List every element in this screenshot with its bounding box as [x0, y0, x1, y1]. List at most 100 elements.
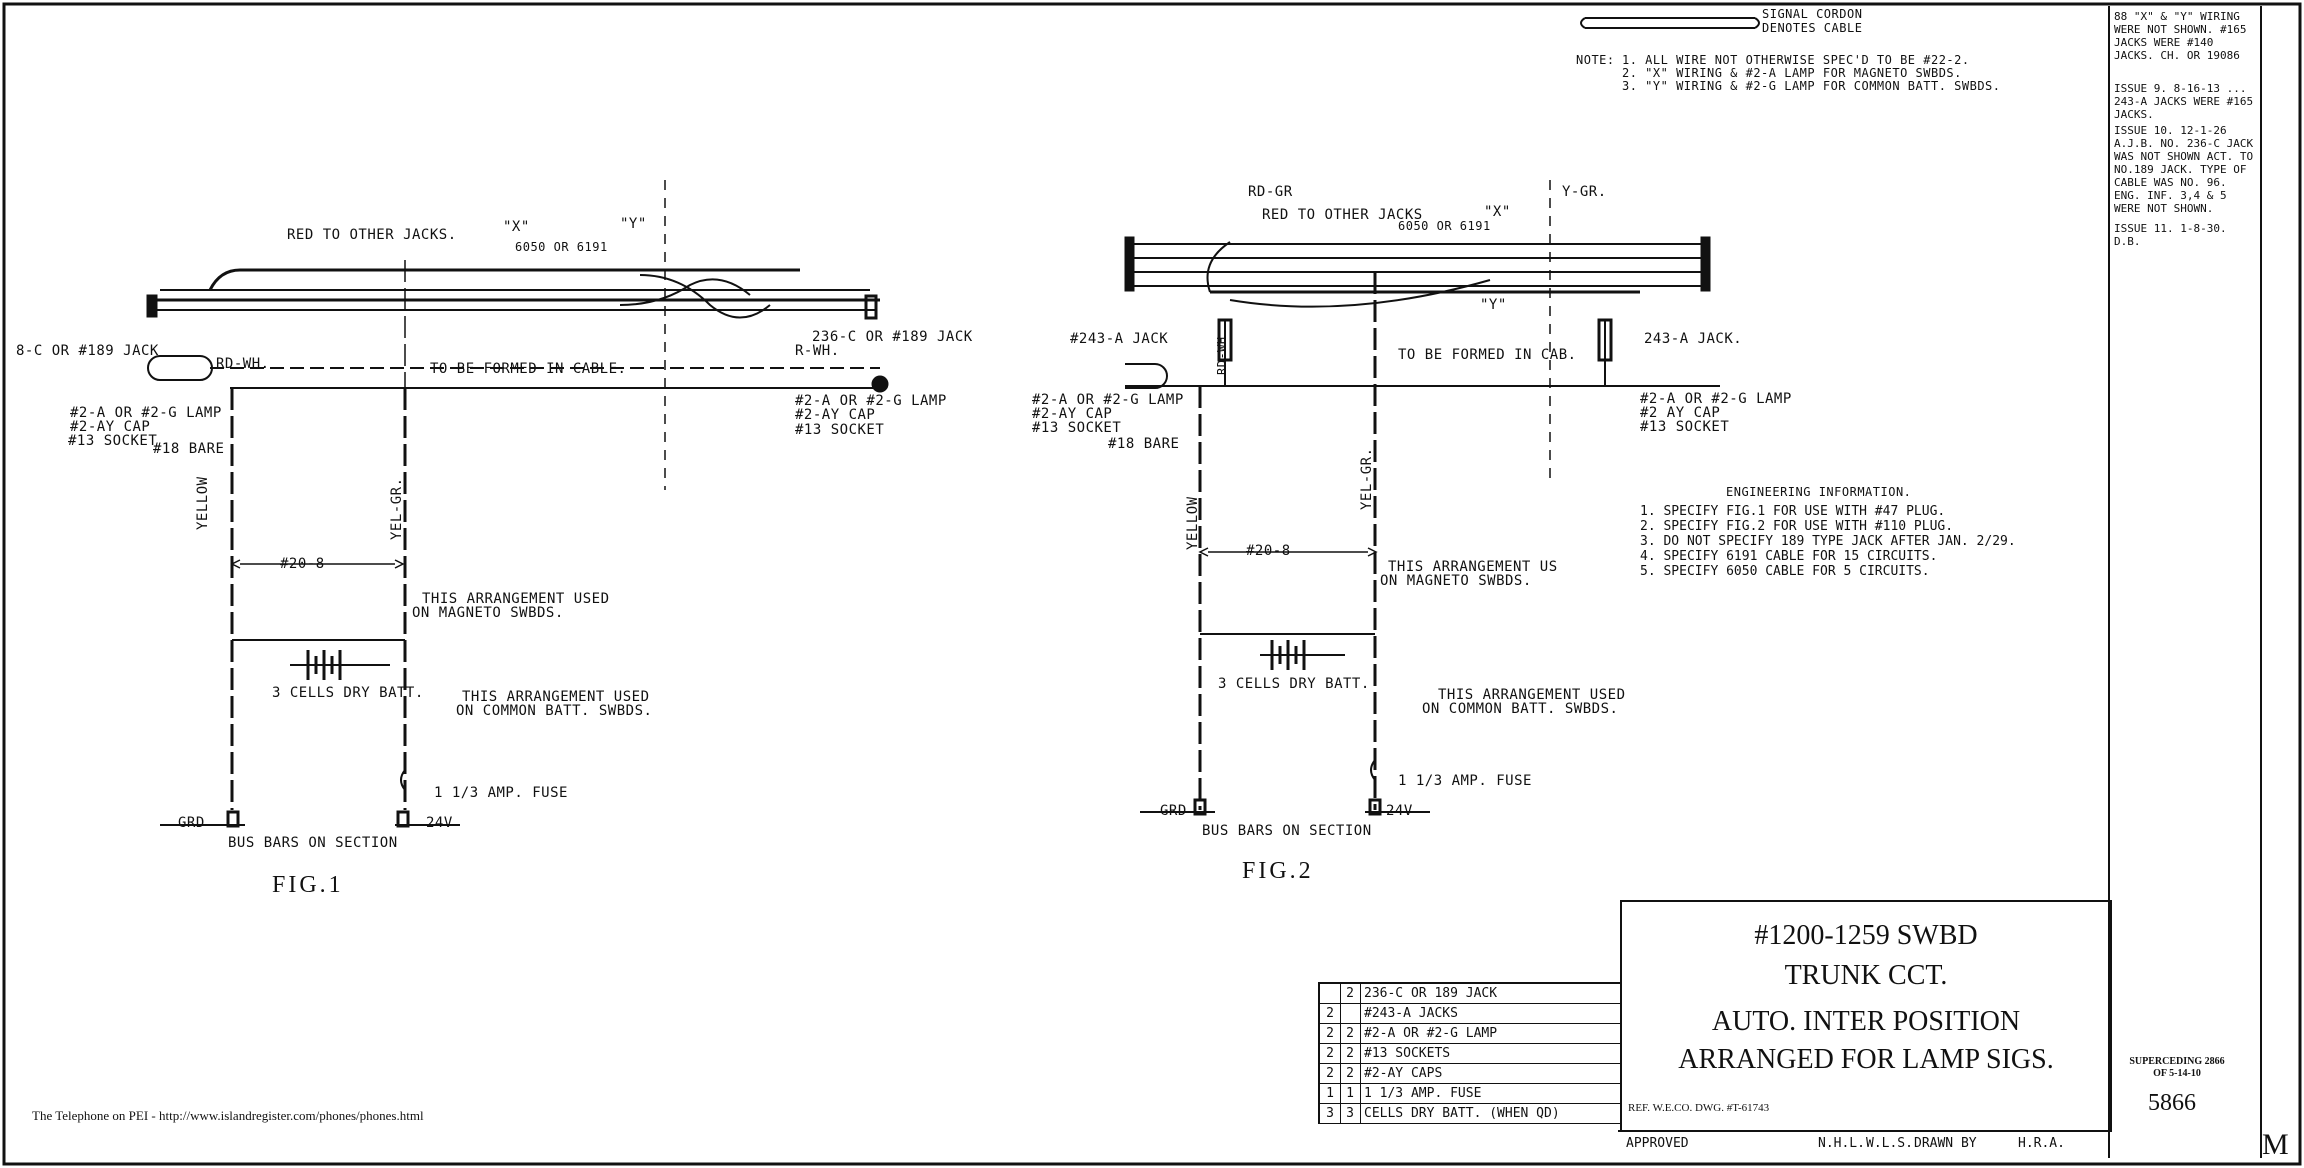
- fig1-lamp-right-2: #2-AY CAP: [795, 407, 876, 423]
- fig1-battery: 3 CELLS DRY BATT.: [272, 685, 424, 701]
- fig2-rd-gr: RD-GR: [1248, 184, 1293, 200]
- fig2-lamp-right-3: #13 SOCKET: [1640, 419, 1730, 435]
- fig1-cable-label: 6050 OR 6191: [515, 240, 608, 254]
- fig1-common-note-2: ON COMMON BATT. SWBDS.: [456, 703, 653, 719]
- engineering-item: 1. SPECIFY FIG.1 FOR USE WITH #47 PLUG.: [1640, 504, 1946, 519]
- approved-label: APPROVED: [1626, 1136, 1689, 1151]
- fig2-bus-bars: BUS BARS ON SECTION: [1202, 823, 1372, 839]
- title-block: #1200-1259 SWBD TRUNK CCT. AUTO. INTER P…: [1620, 900, 2112, 1132]
- fig2-magneto-note-1: THIS ARRANGEMENT US: [1388, 559, 1558, 575]
- engineering-items: 1. SPECIFY FIG.1 FOR USE WITH #47 PLUG.2…: [1640, 504, 2016, 579]
- fig2-x-label: "X": [1484, 204, 1511, 220]
- note-3: 3. "Y" WIRING & #2-G LAMP FOR COMMON BAT…: [1622, 79, 2001, 93]
- drawn-by-label: DRAWN BY: [1914, 1136, 1977, 1151]
- fig1-bare: #18 BARE: [153, 441, 225, 457]
- drawing-number: 5866: [2148, 1090, 2196, 1116]
- title-line-4: ARRANGED FOR LAMP SIGS.: [1678, 1044, 2054, 1075]
- fig2-lamp-left-1: #2-A OR #2-G LAMP: [1032, 392, 1184, 408]
- fig2-grd: GRD: [1160, 803, 1187, 819]
- revision-entry: ISSUE 10. 12-1-26 A.J.B. NO. 236-C JACK …: [2114, 124, 2254, 215]
- fig2-red-to-other-jacks: RED TO OTHER JACKS: [1262, 207, 1423, 223]
- fig1-wire-gauge: #20-8: [280, 556, 325, 572]
- fig1-rd-wh-right: R-WH.: [795, 343, 840, 359]
- fig1-red-to-other-jacks: RED TO OTHER JACKS.: [287, 227, 457, 243]
- legend-signal-cordon: SIGNAL CORDON: [1762, 7, 1863, 21]
- engineering-item: 4. SPECIFY 6191 CABLE FOR 15 CIRCUITS.: [1640, 549, 1938, 564]
- fig2-battery: 3 CELLS DRY BATT.: [1218, 676, 1370, 692]
- engineering-item: 5. SPECIFY 6050 CABLE FOR 5 CIRCUITS.: [1640, 564, 1930, 579]
- note-1: 1. ALL WIRE NOT OTHERWISE SPEC'D TO BE #…: [1622, 53, 1970, 67]
- parts-row: 2#243-A JACKS: [1320, 1004, 1622, 1024]
- note-title: NOTE:: [1576, 53, 1615, 67]
- checker-initials: N.H.L.: [1818, 1136, 1865, 1151]
- fig2-jack-left: #243-A JACK: [1070, 331, 1169, 347]
- fig1-y-label: "Y": [620, 216, 647, 232]
- fig1-x-label: "X": [503, 219, 530, 235]
- fig1-jack-right: 236-C OR #189 JACK: [812, 329, 973, 345]
- fig2-jack-right: 243-A JACK.: [1644, 331, 1743, 347]
- fig2-y-gr: Y-GR.: [1562, 184, 1607, 200]
- fig1-24v: 24V: [426, 815, 453, 831]
- title-line-1: #1200-1259 SWBD: [1754, 920, 1978, 951]
- fig2-cable-label: 6050 OR 6191: [1398, 219, 1491, 233]
- fig1-fuse: 1 1/3 AMP. FUSE: [434, 785, 568, 801]
- fig1-rd-wh-left: RD-WH.: [216, 356, 270, 372]
- engineering-title: ENGINEERING INFORMATION.: [1726, 485, 1912, 499]
- revision-entry: ISSUE 9. 8-16-13 ... 243-A JACKS WERE #1…: [2114, 82, 2254, 121]
- fig1-lamp-left-2: #2-AY CAP: [70, 419, 151, 435]
- fig2-magneto-note-2: ON MAGNETO SWBDS.: [1380, 573, 1532, 589]
- fig2-bare: #18 BARE: [1108, 436, 1180, 452]
- fig2-fuse: 1 1/3 AMP. FUSE: [1398, 773, 1532, 789]
- fig1-lamp-left-1: #2-A OR #2-G LAMP: [70, 405, 222, 421]
- fig2-wire-gauge: #20-8: [1246, 543, 1291, 559]
- fig1-jack-left: 8-C OR #189 JACK: [16, 343, 159, 359]
- fig1-magneto-note-1: THIS ARRANGEMENT USED: [422, 591, 610, 607]
- fig1-lamp-right-3: #13 SOCKET: [795, 422, 885, 438]
- fig2-yellow: YELLOW: [1185, 496, 1201, 550]
- revision-entry: 88 "X" & "Y" WIRING WERE NOT SHOWN. #165…: [2114, 10, 2247, 62]
- fig2-formed-in-cable: TO BE FORMED IN CAB.: [1398, 347, 1577, 363]
- fig2-caption: FIG.2: [1242, 858, 1314, 884]
- fig1-lamp-right-1: #2-A OR #2-G LAMP: [795, 393, 947, 409]
- revision-entry: ISSUE 11. 1-8-30. D.B.: [2114, 222, 2227, 248]
- reference-drawing: REF. W.E.CO. DWG. #T-61743: [1628, 1102, 1770, 1114]
- fig1-common-note-1: THIS ARRANGEMENT USED: [462, 689, 650, 705]
- fig1-yellow: YELLOW: [195, 476, 211, 530]
- fig2-lamp-right-1: #2-A OR #2-G LAMP: [1640, 391, 1792, 407]
- superseding-note: SUPERCEDING 2866 OF 5-14-10: [2129, 1056, 2225, 1079]
- fig1-caption: FIG.1: [272, 872, 344, 898]
- fig2-yel-gr: YEL-GR.: [1359, 447, 1375, 510]
- engineering-item: 2. SPECIFY FIG.2 FOR USE WITH #110 PLUG.: [1640, 519, 1954, 534]
- fig1-grd: GRD: [178, 815, 205, 831]
- title-line-2: TRUNK CCT.: [1784, 960, 1948, 991]
- fig1-wiring: [146, 180, 889, 828]
- drawn-initials: H.R.A.: [2018, 1136, 2065, 1151]
- title-line-3: AUTO. INTER POSITION: [1711, 1006, 2021, 1037]
- fig2-common-note-2: ON COMMON BATT. SWBDS.: [1422, 701, 1619, 717]
- fig2-common-note-1: THIS ARRANGEMENT USED: [1438, 687, 1626, 703]
- fig2-lamp-left-3: #13 SOCKET: [1032, 420, 1122, 436]
- fig2-wiring: [1124, 180, 1720, 816]
- legend-denotes-cable: DENOTES CABLE: [1762, 21, 1863, 35]
- source-credit: The Telephone on PEI - http://www.island…: [32, 1108, 424, 1123]
- tracer-initials: W.L.S.: [1866, 1136, 1913, 1151]
- fig2-rd-wh: RD-WH: [1215, 336, 1229, 375]
- note-2: 2. "X" WIRING & #2-A LAMP FOR MAGNETO SW…: [1622, 66, 1962, 80]
- fig1-yel-gr: YEL-GR.: [389, 477, 405, 540]
- fig1-formed-in-cable: TO BE FORMED IN CABLE.: [430, 361, 627, 377]
- fig2-lamp-left-2: #2-AY CAP: [1032, 406, 1113, 422]
- fig1-bus-bars: BUS BARS ON SECTION: [228, 835, 398, 851]
- fig2-y-label: "Y": [1480, 297, 1507, 313]
- fig2-lamp-right-2: #2 AY CAP: [1640, 405, 1721, 421]
- engineering-item: 3. DO NOT SPECIFY 189 TYPE JACK AFTER JA…: [1640, 534, 2016, 549]
- fig1-magneto-note-2: ON MAGNETO SWBDS.: [412, 605, 564, 621]
